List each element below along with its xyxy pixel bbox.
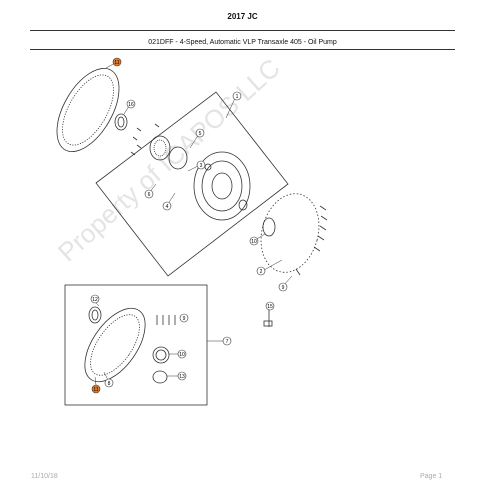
svg-text:2: 2: [260, 269, 263, 275]
seal-ring-lower: [88, 306, 102, 324]
svg-text:9: 9: [282, 285, 285, 291]
header-rule-bottom: [30, 49, 455, 50]
bolts-lower: [156, 315, 176, 325]
seal-ring-upper-inner: [117, 116, 125, 128]
callout-8-lower: 8: [104, 378, 114, 388]
svg-text:11: 11: [93, 387, 98, 393]
callout-10-lower: 10: [177, 349, 187, 359]
callout-3: 3: [196, 160, 206, 170]
callout-15: 15: [265, 301, 275, 311]
callout-7: 7: [222, 336, 232, 346]
o-ring-13-lower: [152, 370, 168, 384]
oil-pump-assembly-frame: [95, 91, 289, 277]
pump-body: [193, 151, 251, 221]
seal-right: [262, 217, 276, 237]
callout-9: 9: [278, 282, 288, 292]
seal-10-lower: [152, 346, 170, 364]
gasket-lower: [84, 307, 146, 383]
callout-16: 16: [126, 99, 136, 109]
diagram-subtitle: 021DFF - 4-Speed, Automatic VLP Transaxl…: [148, 39, 337, 46]
callout-11-lower: 11: [91, 384, 101, 394]
callout-12-lower: 12: [90, 294, 100, 304]
svg-text:4: 4: [166, 204, 169, 210]
callout-5: 5: [195, 128, 205, 138]
footer-page: Page 1: [420, 473, 443, 480]
svg-text:6: 6: [148, 192, 151, 198]
callout-1: 1: [232, 91, 242, 101]
seal-ring-upper: [114, 113, 128, 131]
callout-10: 10: [249, 236, 259, 246]
bolts-right: [295, 205, 328, 276]
service-kit-box: [64, 284, 208, 406]
svg-text:7: 7: [226, 339, 229, 345]
header-rule-top: [30, 30, 455, 31]
outer-gear: [168, 146, 188, 170]
callout-11-upper: 11: [112, 57, 122, 67]
diagram-title: 2017 JC: [227, 12, 258, 21]
svg-text:9: 9: [183, 316, 186, 322]
gasket-upper-holes: [62, 74, 114, 146]
callout-2: 2: [256, 266, 266, 276]
bolts-upper: [130, 123, 160, 156]
svg-text:10: 10: [251, 239, 257, 245]
svg-text:15: 15: [267, 304, 273, 310]
callout-4: 4: [162, 201, 172, 211]
callout-13-lower: 13: [177, 371, 187, 381]
svg-text:10: 10: [179, 352, 185, 358]
svg-text:8: 8: [108, 381, 111, 387]
footer-date: 11/10/18: [31, 473, 58, 480]
svg-text:13: 13: [179, 374, 185, 380]
svg-text:12: 12: [92, 297, 98, 303]
callout-6: 6: [144, 189, 154, 199]
leader-lines: [94, 61, 293, 386]
callout-9-lower: 9: [179, 313, 189, 323]
svg-text:5: 5: [199, 131, 202, 137]
svg-text:3: 3: [200, 163, 203, 169]
svg-text:16: 16: [128, 102, 134, 108]
gasket-upper: [56, 67, 120, 153]
gasket-right: [260, 193, 320, 273]
svg-text:11: 11: [114, 60, 119, 66]
inner-gear: [149, 135, 171, 161]
svg-text:1: 1: [236, 94, 239, 100]
